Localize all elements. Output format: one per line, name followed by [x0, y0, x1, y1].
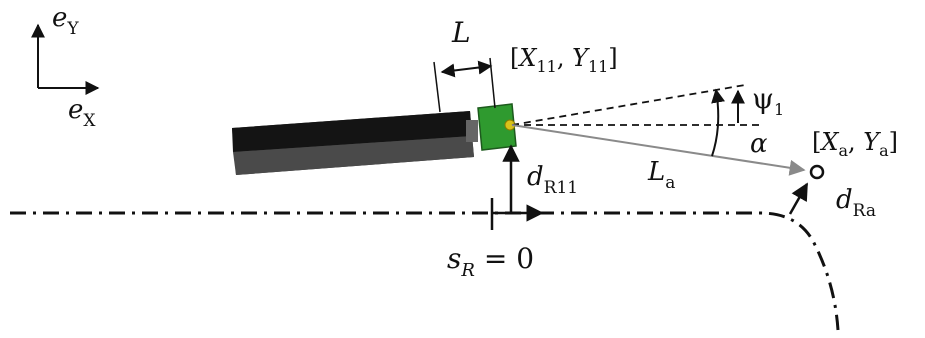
point-11-label: [X11, Y11]: [510, 44, 618, 76]
alpha-label: α: [750, 129, 768, 159]
La-label: La: [647, 157, 675, 193]
reference-path-line: [10, 211, 840, 331]
length-label: L: [451, 16, 471, 49]
hitch: [466, 120, 478, 142]
ey-label: eY: [52, 3, 79, 39]
reference-path: [10, 211, 840, 331]
heading-lines: [511, 84, 760, 126]
psi-label: ψ1: [752, 82, 784, 119]
coordinate-axes: eY eX: [31, 3, 100, 131]
dR11-label: dR11: [527, 162, 578, 198]
alpha-arc: [711, 88, 725, 157]
dRa-arrow: [788, 182, 809, 215]
sR-origin-marker: [490, 198, 544, 230]
point-a-label: [Xa, Ya]: [812, 128, 898, 160]
length-arrow: [440, 60, 493, 78]
heading-line: [511, 84, 746, 126]
dRa-label: dRa: [836, 185, 876, 221]
lookahead-vector: [511, 124, 806, 176]
trailer-top: [232, 111, 472, 152]
angle-markers: [711, 88, 745, 157]
sR-label: sR = 0: [447, 242, 534, 281]
trailer-body: [232, 111, 478, 175]
length-dimension: L: [433, 16, 496, 113]
tractor: [477, 103, 517, 151]
lookahead-point: [809, 164, 825, 180]
ex-label: eX: [68, 95, 96, 131]
trailer-side: [233, 136, 474, 175]
length-tick-left: [433, 61, 441, 113]
